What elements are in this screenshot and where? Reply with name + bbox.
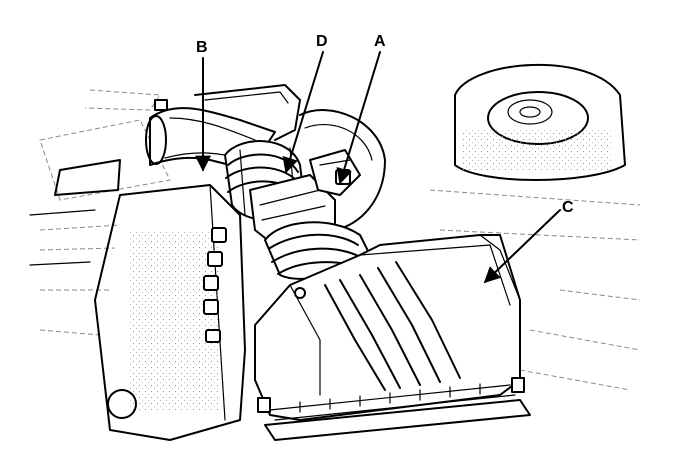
callout-b: B xyxy=(196,39,208,56)
air-cleaner-housing xyxy=(254,234,531,441)
engine-block xyxy=(29,159,246,441)
engine-bay-background xyxy=(39,89,641,391)
callout-labels: B D A C xyxy=(196,33,574,216)
leader-line-a xyxy=(336,51,381,185)
strut-tower xyxy=(454,63,626,181)
callout-d: D xyxy=(316,33,328,50)
callout-leaders xyxy=(195,51,561,284)
housing-clips xyxy=(257,377,525,413)
callout-a: A xyxy=(374,33,386,50)
callout-c: C xyxy=(562,199,574,216)
leader-line-c xyxy=(483,209,561,284)
mounting-bracket xyxy=(194,84,301,141)
cylinder-bolts xyxy=(203,227,227,343)
leader-line-d xyxy=(282,51,324,174)
